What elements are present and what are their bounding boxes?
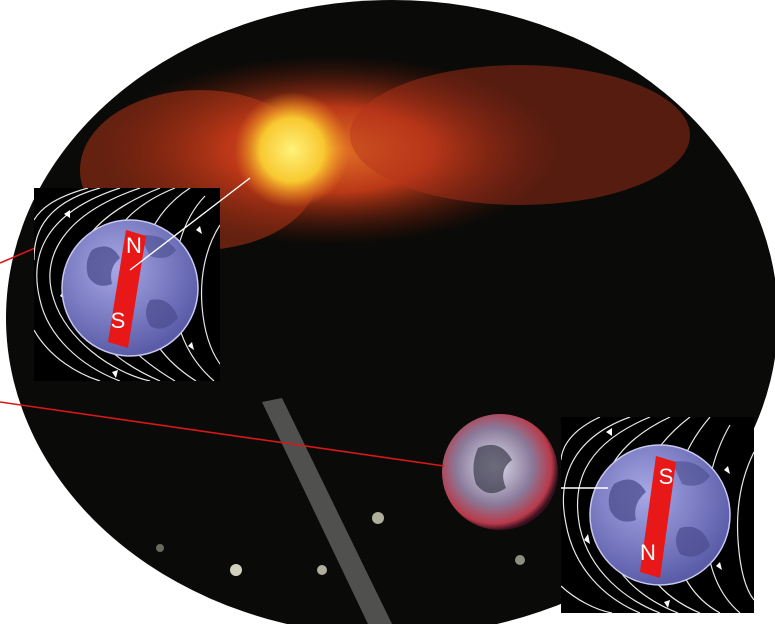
- sun-pointer-line: [129, 177, 251, 271]
- leader-line-bottom: [0, 401, 445, 467]
- north-pole-label-bottom: N: [640, 540, 656, 565]
- south-pole-label-top: S: [111, 308, 126, 333]
- sun-icon: [234, 92, 350, 208]
- bar-magnet-icon: S N: [640, 456, 676, 578]
- bar-magnet-icon: N S: [108, 230, 146, 348]
- inset-top: N S: [34, 188, 220, 381]
- space-background: [6, 0, 775, 624]
- south-pole-label-bottom: S: [659, 464, 674, 489]
- north-pole-label-top: N: [126, 233, 142, 258]
- inset-bottom: S N: [561, 417, 754, 613]
